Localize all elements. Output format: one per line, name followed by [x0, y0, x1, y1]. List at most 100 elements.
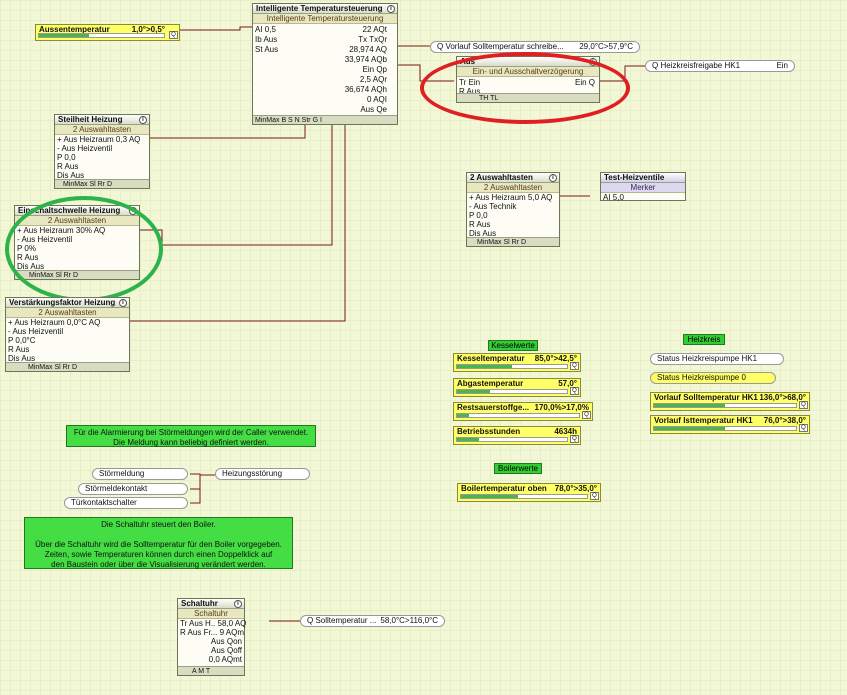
display-bar — [456, 437, 568, 442]
info-icon[interactable]: i — [129, 207, 137, 215]
aussentemperatur-display[interactable]: Aussentemperatur 1,0°>0,5° Q — [35, 24, 180, 41]
block-subtitle: 2 Auswahltasten — [55, 125, 149, 135]
input-r: R Aus — [459, 87, 481, 96]
q-icon: Q — [169, 31, 178, 39]
block-footer: A M T — [178, 666, 244, 675]
variable-label: Türkontaktschalter — [71, 498, 137, 507]
vorlauf-isttemperatur-display[interactable]: Vorlauf Isttemperatur HK1 76,0°>38,0° Q — [650, 415, 810, 434]
block-subtitle: Merker — [601, 183, 685, 193]
output-aql: 0 AQI — [366, 95, 387, 104]
display-value: 76,0°>38,0° — [763, 416, 806, 425]
block-title: Verstärkungsfaktor Heizung — [9, 298, 116, 307]
aussentemperatur-label: Aussentemperatur — [39, 25, 110, 34]
variable-label: Heizkreisfreigabe HK1 — [660, 61, 741, 70]
block-subtitle: Intelligente Temperatursteuerung — [253, 14, 397, 24]
kesselwerte-label: Kesselwerte — [488, 340, 538, 351]
status-heizkreispumpe-display[interactable]: Status Heizkreispumpe 0 — [650, 372, 776, 384]
display-label: Kesseltemperatur — [457, 354, 525, 363]
block-subtitle: 2 Auswahltasten — [467, 183, 559, 193]
output-txqr: Tx TxQr — [358, 35, 387, 44]
row-aqmt: 0,0 AQmt — [208, 655, 242, 664]
block-title: Test-Heizventile — [604, 173, 665, 182]
block-title: Aus — [460, 57, 476, 66]
restsauerstoff-display[interactable]: Restsauerstoffge...170,0%>17,0% Q — [453, 402, 593, 421]
row-ai: AI 5,0 — [603, 193, 624, 202]
row-plus: + Aus Heizraum 30% AQ — [17, 226, 106, 235]
info-icon[interactable]: i — [589, 58, 597, 66]
block-footer: MinMax B S N Str G I — [253, 115, 397, 124]
display-value: 57,0° — [558, 379, 577, 388]
block-footer: MinMax Sl Rr D — [6, 362, 129, 371]
q-icon: Q — [590, 492, 599, 500]
block-title: 2 Auswahltasten — [470, 173, 533, 182]
variable-label: Störmeldekontakt — [85, 484, 148, 493]
block-footer: TH TL — [457, 93, 599, 102]
output-aqh: 36,674 AQh — [344, 85, 387, 94]
row-minus: - Aus Technik — [469, 202, 517, 211]
variable-label: Vorlauf Solltemperatur schreibe... — [445, 42, 564, 51]
info-icon[interactable]: i — [234, 600, 242, 608]
aussentemperatur-bar — [38, 33, 165, 38]
vorlauf-solltemperatur-variable[interactable]: Q Vorlauf Solltemperatur schreibe... 29,… — [430, 41, 640, 53]
aussentemperatur-value: 1,0°>0,5° — [131, 25, 165, 34]
variable-label: Status Heizkreispumpe HK1 — [657, 354, 758, 363]
heizkreisfreigabe-variable[interactable]: Q Heizkreisfreigabe HK1 Ein — [645, 60, 795, 72]
display-label: Vorlauf Isttemperatur HK1 — [654, 416, 753, 425]
q-icon: Q — [582, 411, 591, 419]
row-plus: + Aus Heizraum 5,0 AQ — [469, 193, 553, 202]
block-footer: MinMax Sl Rr D — [467, 237, 559, 246]
block-title: Intelligente Temperatursteuerung — [256, 4, 383, 13]
row-dis: Dis Aus — [8, 354, 36, 363]
row-r: R Aus — [8, 345, 30, 354]
display-value: 85,0°>42,5° — [534, 354, 577, 363]
heizungsstoerung-variable[interactable]: Heizungsstörung — [215, 468, 310, 480]
stoermeldung-variable[interactable]: Störmeldung — [92, 468, 188, 480]
variable-label: Heizungsstörung — [222, 469, 283, 478]
q-icon: Q — [799, 401, 808, 409]
solltemperatur-variable[interactable]: Q Solltemperatur ... 58,0°C>116,0°C — [300, 615, 445, 627]
row-p: P 0,0 — [57, 153, 76, 162]
display-label: Vorlauf Solltemperatur HK1 — [654, 393, 758, 402]
row-dis: Dis Aus — [17, 262, 45, 271]
block-title: Einschaltschwelle Heizung — [18, 206, 121, 215]
test-heizventile-block[interactable]: Test-Heizventile Merker AI 5,0 — [600, 172, 686, 202]
row-p: P 0,0 — [469, 211, 488, 220]
input-ib: Ib Aus — [255, 35, 278, 44]
variable-label: Solltemperatur ... — [315, 616, 377, 625]
q-icon: Q — [799, 424, 808, 432]
kesseltemperatur-display[interactable]: Kesseltemperatur 85,0°>42,5° Q — [453, 353, 581, 372]
tuerkontaktschalter-variable[interactable]: Türkontaktschalter — [64, 497, 188, 509]
row-r: R Aus — [17, 253, 39, 262]
info-icon[interactable]: i — [549, 174, 557, 182]
status-heizkreispumpe-variable[interactable]: Status Heizkreispumpe HK1 — [650, 353, 784, 365]
info-icon[interactable]: i — [387, 5, 395, 13]
display-value: 78,0°>35,0° — [554, 484, 597, 493]
info-icon[interactable]: i — [139, 116, 147, 124]
info-icon[interactable]: i — [119, 299, 127, 307]
variable-label: Status Heizkreispumpe 0 — [657, 373, 746, 382]
row-qon: Aus Qon — [210, 637, 242, 646]
q-icon: Q — [570, 362, 579, 370]
block-subtitle: Schaltuhr — [178, 609, 244, 619]
display-bar — [456, 413, 580, 418]
output-qp: Ein Qp — [362, 65, 387, 74]
variable-value: 58,0°C>116,0°C — [380, 616, 438, 625]
q-icon: Q — [437, 42, 446, 51]
block-footer: MinMax Sl Rr D — [55, 179, 149, 188]
row-r: R Aus Fr... 9 AQm — [180, 628, 245, 637]
stoermeldekontakt-variable[interactable]: Störmeldekontakt — [78, 483, 188, 495]
input-tr: Tr Ein — [459, 78, 481, 87]
display-value: 136,0°>68,0° — [759, 393, 806, 402]
